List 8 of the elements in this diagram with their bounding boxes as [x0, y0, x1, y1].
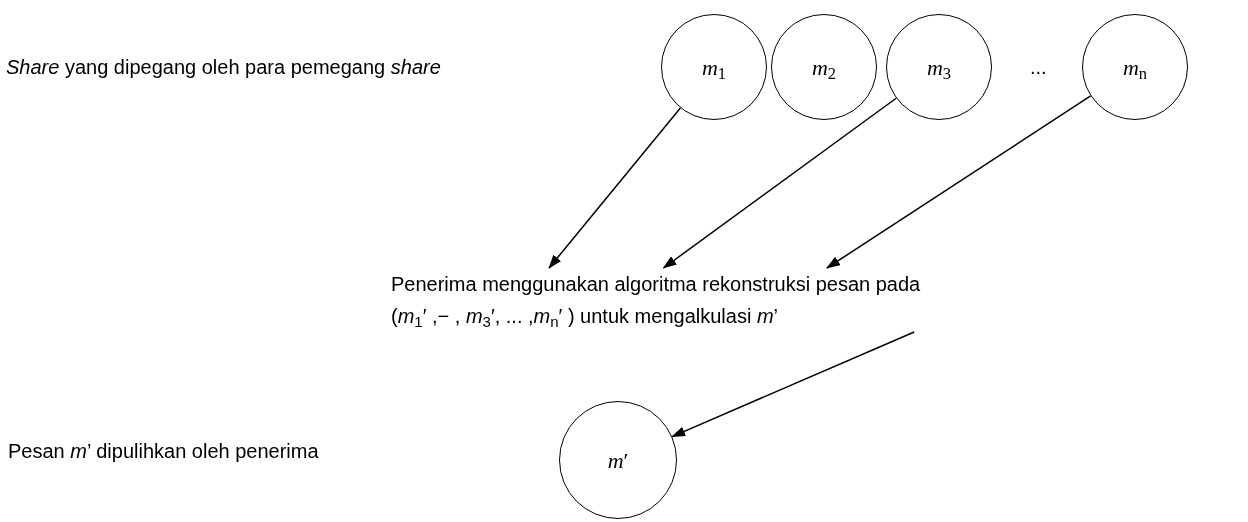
- arrow: [671, 331, 915, 438]
- process-text: Penerima menggunakan algoritma rekonstruksi pesan pada (m$_{1}$′ ,− , m$_{3}$′, ... ,m$_{n}$′ ) untuk mengalkulasi m’: [391, 268, 936, 332]
- arrow: [662, 97, 897, 269]
- caption-text: Share yang dipegang oleh para pemegang share: [6, 55, 441, 80]
- caption-text: Pesan m’ dipulihkan oleh penerima: [8, 439, 319, 464]
- arrow: [548, 107, 682, 269]
- arrow: [826, 95, 1092, 269]
- caption-text: ...: [1030, 55, 1047, 80]
